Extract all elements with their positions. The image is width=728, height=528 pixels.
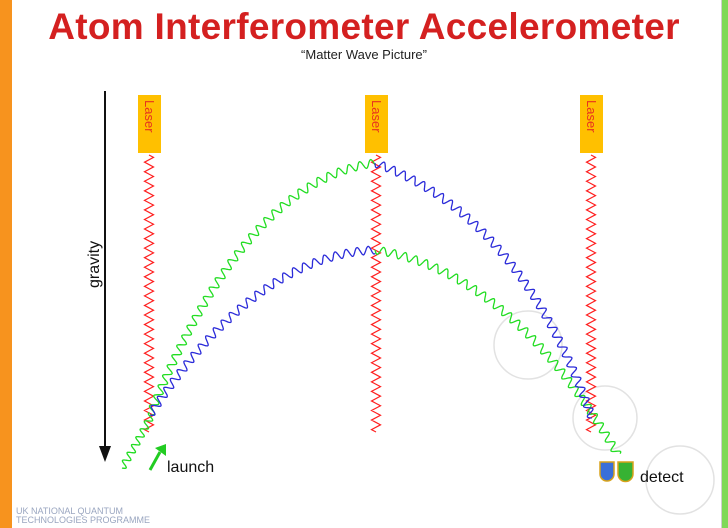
slide-title: Atom Interferometer Accelerometer [48,6,680,47]
right-accent-bar [722,0,728,528]
laser-beam-right [585,154,597,433]
laser-beam-left [143,154,155,433]
laser-label-right: Laser [584,100,599,133]
footer-line-2: TECHNOLOGIES PROGRAMME [16,515,151,525]
background-bubbles [493,310,715,515]
blue-wave-lower-path [149,245,376,417]
slide-subtitle: “Matter Wave Picture” [301,47,427,62]
footer-line-1: UK NATIONAL QUANTUM [16,506,124,516]
left-accent-bar [0,0,12,528]
green-wave-launch [121,412,154,469]
footer-logo-text: UK NATIONAL QUANTUM TECHNOLOGIES PROGRAM… [16,507,150,525]
detector-blue [599,461,615,482]
laser-center: Laser [365,95,388,153]
laser-label-left: Laser [142,100,157,133]
gravity-arrow [99,91,111,462]
launch-arrow [148,444,166,471]
gravity-label: gravity [86,241,103,288]
green-wave-lower-path [374,246,622,454]
laser-right: Laser [580,95,603,153]
laser-beam-center [370,154,382,433]
detector-green [617,461,634,483]
detect-label: detect [640,469,684,486]
green-wave-upper-path [148,158,376,416]
laser-left: Laser [138,95,161,153]
laser-label-center: Laser [369,100,384,133]
launch-label: launch [167,459,214,476]
blue-wave-upper-path [374,161,594,419]
right-divider [721,0,722,528]
